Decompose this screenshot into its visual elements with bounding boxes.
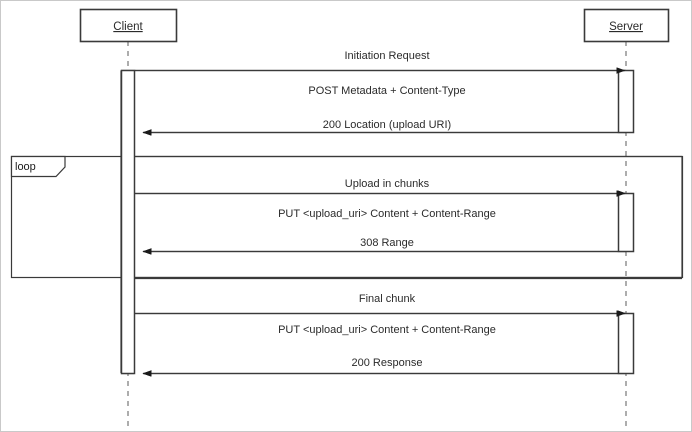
activation-bar-server-initiation [617,69,635,134]
participant-label-client: Client [113,21,143,33]
message-label-post-metadata: POST Metadata + Content-Type [308,85,465,97]
activation-bar-server-final [617,312,635,375]
message-label-put-final: PUT <upload_uri> Content + Content-Range [278,324,496,336]
loop-fragment-label: loop [15,161,36,173]
message-label-308-range: 308 Range [360,237,414,249]
participant-label-server: Server [609,21,643,33]
activation-bar-server-upload [617,192,635,253]
section-header-initiation: Initiation Request [345,50,430,62]
message-label-200-location: 200 Location (upload URI) [323,119,451,131]
section-header-upload-in-chunks: Upload in chunks [345,178,430,190]
participant-box-client[interactable] [79,8,178,43]
loop-fragment-tab [10,155,66,178]
section-header-final-chunk: Final chunk [359,293,416,305]
participant-box-server[interactable] [583,8,670,43]
message-label-200-response: 200 Response [352,357,423,369]
activation-bar-client [120,69,136,375]
message-label-put-chunk: PUT <upload_uri> Content + Content-Range [278,208,496,220]
